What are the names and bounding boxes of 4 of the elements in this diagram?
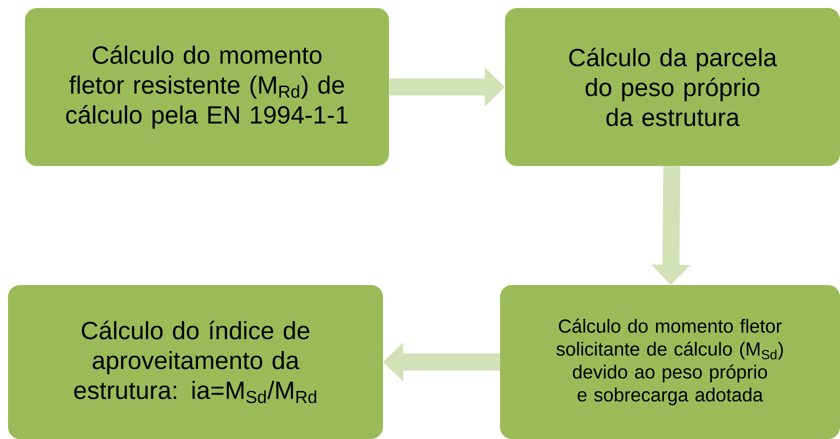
process-box: Cálculo do momento fletor solicitante de cálculo (M$_{Sd}$) devido ao peso próprio e sobrecarga adotada: [500, 284, 840, 439]
process-box: Cálculo da parcela do peso próprio da estrutura: [505, 8, 840, 166]
process-box: Cálculo do momento fletor resistente (M$_{Rd}$) de cálculo pela EN 1994-1-1: [25, 8, 389, 166]
process-box: Cálculo do índice de aproveitamento da estrutura: ia=M$_{Sd}$/M$_{Rd}$: [8, 284, 383, 439]
